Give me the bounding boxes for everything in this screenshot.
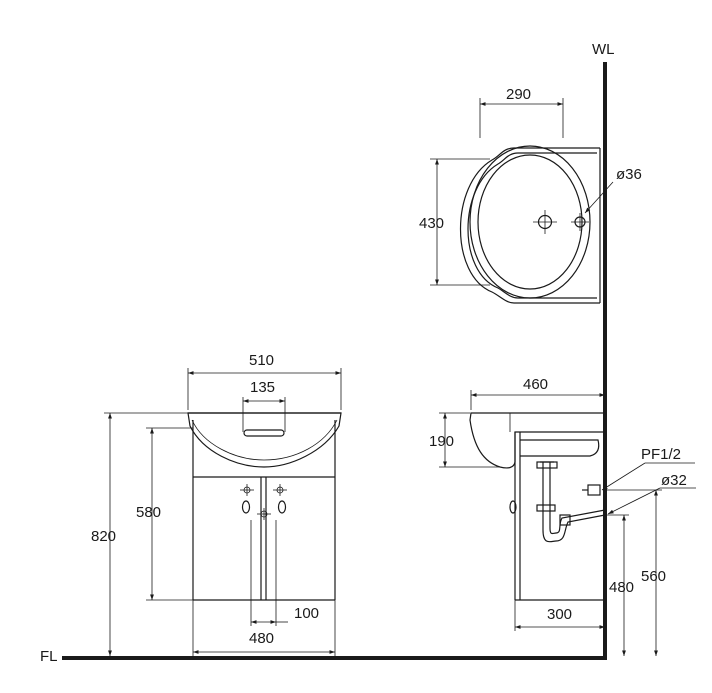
dim-waste-diameter: ø32 (661, 472, 687, 489)
top-bowl-inner (477, 154, 583, 290)
front-overflow-slot (243, 429, 285, 437)
dim-front-leg-width: 480 (249, 630, 274, 647)
dim-side-cabinet-depth: 300 (547, 606, 572, 623)
dim-side-supply-height: 560 (641, 568, 666, 585)
top-bowl-outer (469, 145, 591, 299)
dim-front-total-height: 820 (91, 528, 116, 545)
dim-front-hole-spacing: 135 (250, 379, 275, 396)
dim-front-leg-offset: 100 (294, 605, 319, 622)
dim-supply-fitting: PF1/2 (641, 446, 681, 463)
floor-label: FL (40, 648, 58, 665)
dim-top-depth: 430 (419, 215, 444, 232)
side-supply-valve (587, 484, 601, 496)
side-view: 460 190 300 480 560 PF1/2 ø32 (429, 376, 696, 656)
dim-front-basin-height: 580 (136, 504, 161, 521)
dim-side-outlet-height: 480 (609, 579, 634, 596)
dim-side-bowl-height: 190 (429, 433, 454, 450)
side-waste-trap (540, 461, 606, 543)
front-view: 510 135 580 820 480 100 (91, 352, 342, 656)
dim-top-width: 290 (506, 86, 531, 103)
top-view: 290 430 ø36 (419, 86, 642, 304)
front-knob-right (277, 500, 287, 514)
dim-side-depth: 460 (523, 376, 548, 393)
front-knob-left (241, 500, 251, 514)
wall-label: WL (592, 41, 615, 58)
top-basin-outline (459, 147, 600, 304)
dim-front-width: 510 (249, 352, 274, 369)
dim-tap-hole: ø36 (616, 166, 642, 183)
front-basin (187, 412, 342, 468)
